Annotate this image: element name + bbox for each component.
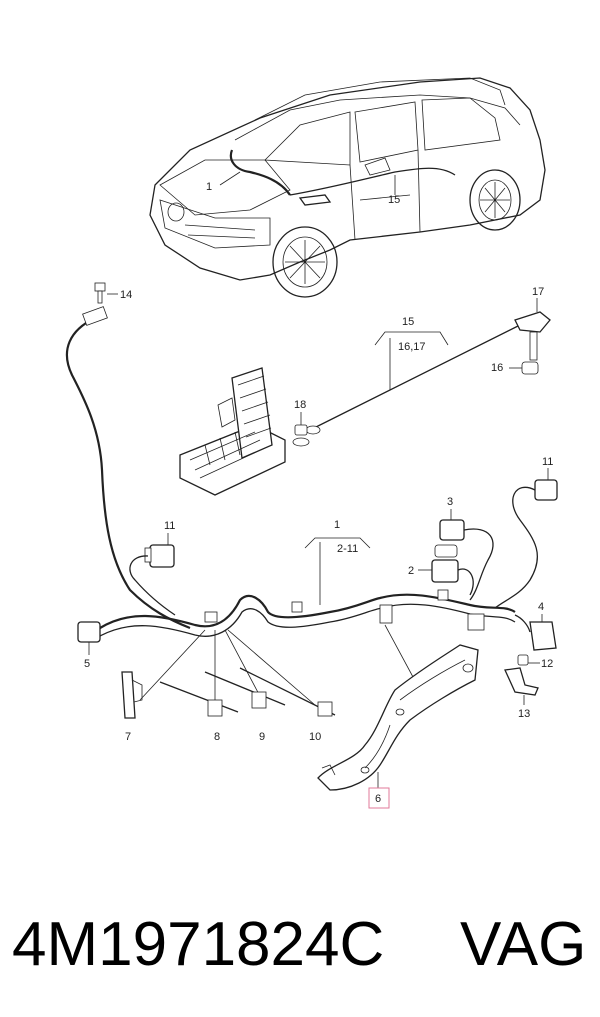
main-harness	[99, 589, 516, 637]
callout-18: 18	[294, 399, 306, 411]
callout-7: 7	[125, 731, 131, 743]
bolt-14	[94, 282, 118, 304]
callout-15-car: 15	[388, 194, 400, 206]
callout-8: 8	[214, 731, 220, 743]
callout-1: 1	[334, 519, 340, 531]
connector-4	[529, 621, 557, 651]
cable-15	[309, 324, 521, 431]
brand-label: VAG	[460, 910, 587, 979]
callout-1-car: 1	[206, 181, 212, 193]
cable-tie-9	[204, 671, 286, 709]
callout-6-highlight	[368, 787, 390, 809]
vehicle-illustration	[149, 77, 546, 298]
left-earth-cable	[65, 317, 191, 630]
callout-17: 17	[532, 286, 544, 298]
callout-13: 13	[518, 708, 530, 720]
bracket-13	[504, 667, 539, 696]
connector-11-right	[534, 479, 558, 501]
connector-5	[77, 621, 101, 643]
left-cable-terminal	[82, 306, 108, 326]
part-number: 4M1971824C	[12, 910, 385, 979]
nut-16	[521, 361, 539, 375]
screw-12	[517, 654, 529, 666]
cable-tie-10	[239, 667, 336, 717]
fuse-box	[179, 367, 286, 496]
callout-16: 16	[491, 362, 503, 374]
callout-16-17: 16,17	[398, 341, 426, 353]
connector-3	[434, 519, 465, 558]
callout-2: 2	[408, 565, 414, 577]
nut-18	[292, 424, 310, 447]
callout-12: 12	[541, 658, 553, 670]
connector-11-left	[144, 544, 175, 568]
callout-9: 9	[259, 731, 265, 743]
caption-bar: 4M1971824C VAG	[0, 895, 600, 995]
callout-3: 3	[447, 496, 453, 508]
callout-2-11: 2-11	[337, 543, 358, 555]
callout-6: 6	[375, 793, 381, 805]
wiring-harness-diagram: 1 15 14 15 16,17 17 16 18 11	[65, 77, 558, 809]
callout-4: 4	[538, 601, 544, 613]
cable-tie-8	[159, 681, 239, 717]
clip-7	[121, 671, 143, 719]
callout-11-left: 11	[164, 520, 175, 532]
callout-15: 15	[402, 316, 414, 328]
callout-10: 10	[309, 731, 321, 743]
cable-channel-6	[317, 644, 479, 791]
terminal-17	[514, 311, 551, 361]
callout-5: 5	[84, 658, 90, 670]
connector-2	[431, 559, 459, 583]
callout-11-right: 11	[542, 456, 553, 468]
callout-14: 14	[120, 289, 132, 301]
